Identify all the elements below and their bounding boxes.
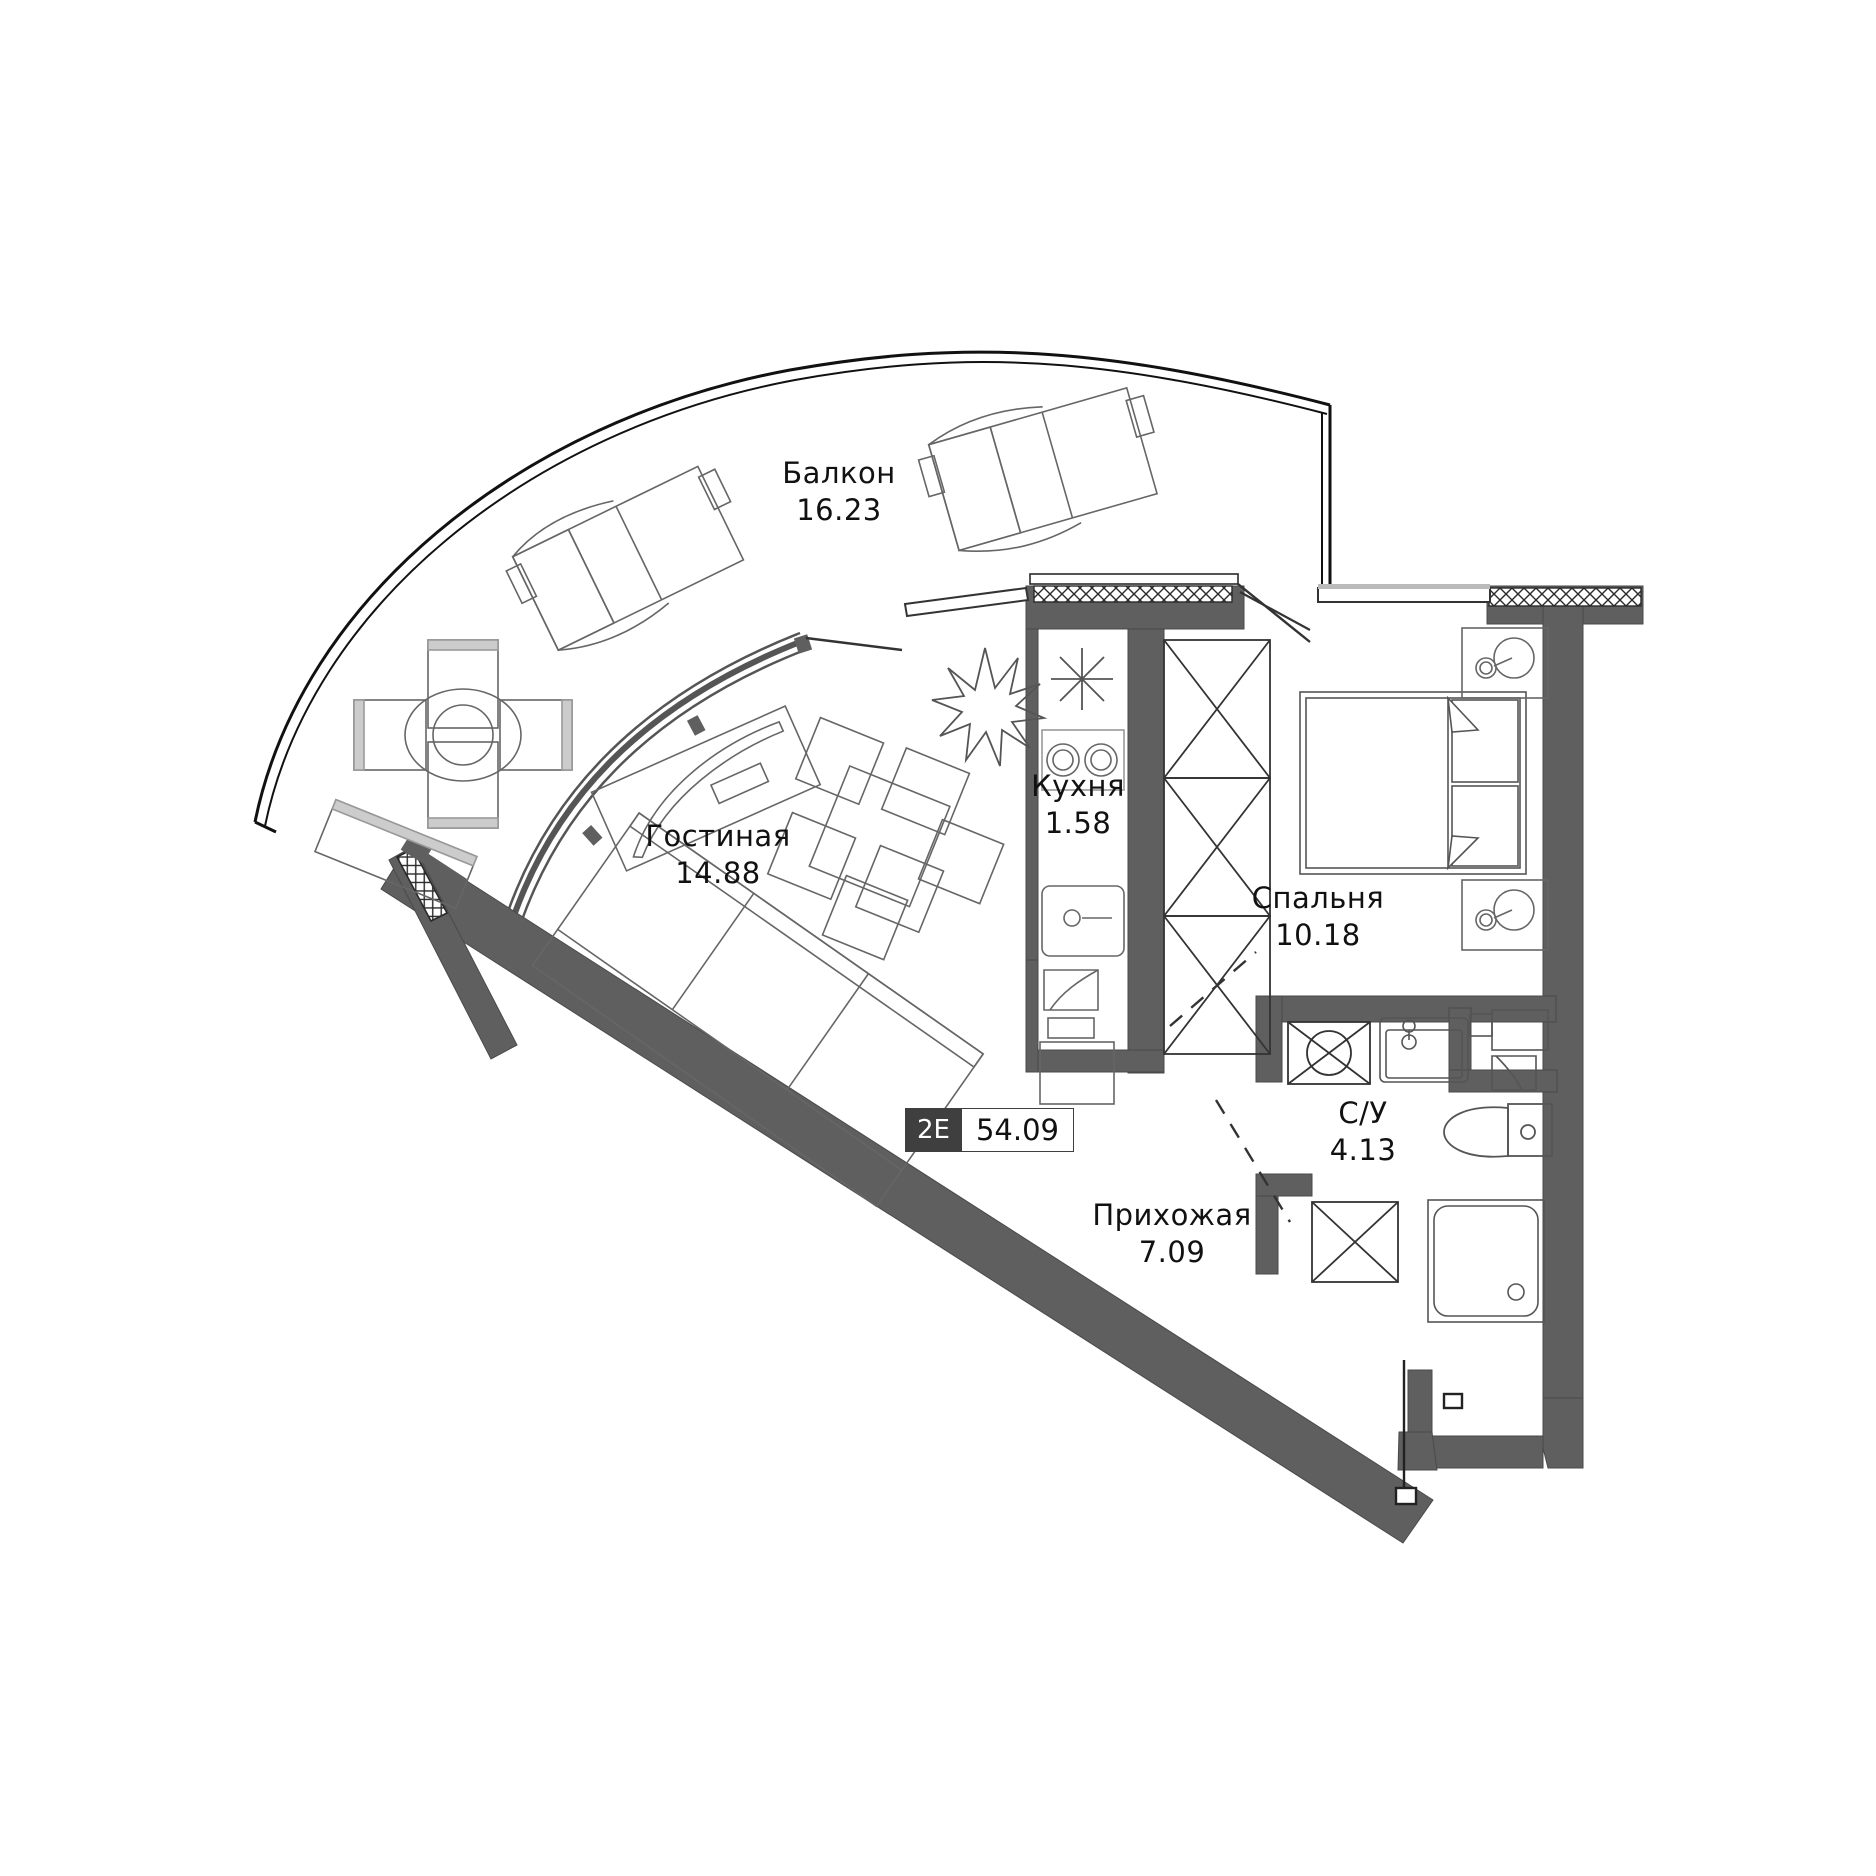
room-area-bathroom: 4.13	[1329, 1133, 1397, 1168]
right-block-walls	[1486, 585, 1644, 1469]
room-area-hallway: 7.09	[1138, 1235, 1206, 1270]
room-area-balcony: 16.23	[796, 493, 882, 528]
balcony-lounger-2	[917, 386, 1159, 552]
living-dining-table	[808, 764, 951, 908]
leader-bathroom	[1214, 1099, 1292, 1223]
balcony-side-table	[313, 798, 478, 910]
room-label-bedroom: Спальня 10.18	[1252, 880, 1385, 954]
bathroom-wardrobe	[1311, 1201, 1399, 1283]
bathroom-shower	[1427, 1199, 1545, 1323]
apartment-total-area: 54.09	[961, 1108, 1075, 1152]
room-name-kitchen: Кухня	[1031, 769, 1125, 803]
living-plant	[931, 647, 1048, 767]
bedroom-bed	[1299, 691, 1527, 875]
room-name-balcony: Балкон	[782, 456, 896, 490]
bathroom-door[interactable]	[1442, 1392, 1464, 1410]
room-label-kitchen: Кухня 1.58	[1031, 768, 1125, 842]
walls-group	[253, 350, 1644, 1544]
kitchen-walls	[1025, 585, 1245, 1074]
bedroom-nightstand-lamp-top	[1461, 627, 1549, 699]
living-tv-stand	[590, 705, 822, 872]
leader-living	[805, 636, 903, 652]
kitchen-door-leaf	[903, 586, 1030, 618]
room-label-hallway: Прихожая 7.09	[1092, 1197, 1251, 1271]
entry-door[interactable]	[1394, 1360, 1418, 1506]
room-area-kitchen: 1.58	[1044, 806, 1112, 841]
balcony-railing	[253, 350, 1332, 834]
room-label-living: Гостиная 14.88	[645, 818, 790, 892]
apartment-area-badge: 2E 54.09	[905, 1108, 1075, 1152]
kitchen-hood-symbol	[1051, 648, 1113, 710]
leader-balcony-door	[1237, 583, 1311, 643]
balcony-door-leaf-right	[1239, 591, 1311, 631]
room-name-bathroom: С/У	[1338, 1096, 1388, 1130]
insulated-wall-segment	[388, 845, 518, 1060]
room-name-hallway: Прихожая	[1092, 1198, 1252, 1232]
room-name-bedroom: Спальня	[1251, 881, 1385, 915]
bathroom-sink	[1379, 1017, 1469, 1083]
kitchen-hob	[1041, 729, 1125, 791]
room-area-living: 14.88	[675, 856, 761, 891]
room-name-living: Гостиная	[645, 819, 791, 853]
bathroom-toilet	[1443, 1103, 1553, 1158]
leader-lines-group	[805, 583, 1311, 1223]
room-area-bedroom: 10.18	[1275, 918, 1361, 953]
bathroom-walls	[1255, 995, 1558, 1471]
living-dining-chairs	[766, 716, 1005, 961]
balcony-glazing	[492, 631, 811, 967]
room-label-bathroom: С/У 4.13	[1330, 1095, 1397, 1169]
apartment-type-label: 2E	[905, 1108, 962, 1152]
glazing-mullions	[582, 634, 813, 846]
kitchen-lower-cabinet	[1039, 969, 1115, 1105]
bathroom-washer	[1287, 1021, 1371, 1085]
kitchen-sink	[1041, 885, 1125, 957]
hallway-entry-walls	[1397, 1431, 1438, 1471]
leader-bedroom	[1169, 951, 1257, 1027]
bathroom-cabinet	[1469, 1009, 1549, 1091]
balcony-round-table	[353, 639, 573, 829]
bedroom-glazing	[1317, 584, 1491, 603]
bedroom-nightstand-lamp-bottom	[1461, 879, 1549, 951]
kitchen-window-band	[1029, 573, 1239, 603]
kitchen-wardrobe	[1163, 639, 1271, 1055]
bedroom-window-band	[1488, 587, 1642, 607]
balcony-lounger-1	[505, 465, 745, 652]
room-label-balcony: Балкон 16.23	[782, 455, 895, 529]
